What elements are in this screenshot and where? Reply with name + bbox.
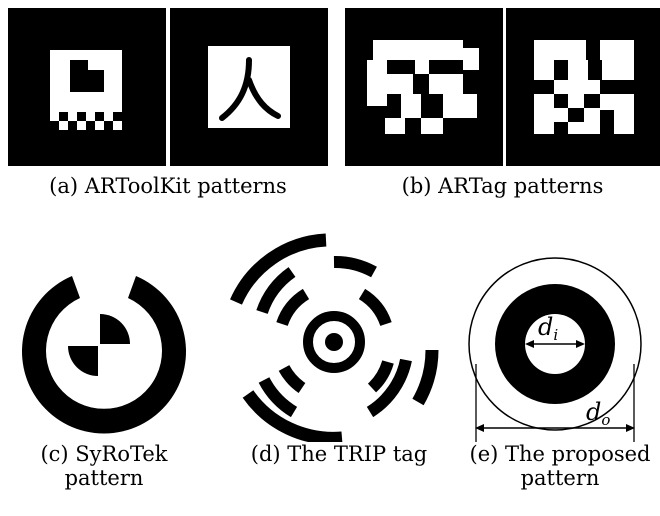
caption-e-line1: (e) The proposed [469,442,651,466]
caption-e-line2: pattern [520,466,600,490]
caption-c-line1: (c) SyRoTek [40,442,168,466]
caption-c: (c) SyRoTek pattern [4,442,204,490]
caption-b: (b) ARTag patterns [401,174,604,198]
outer-diameter-label: do [586,398,610,429]
caption-a: (a) ARToolKit patterns [49,174,287,198]
artoolkit-pattern-2 [170,8,328,166]
syrotek-pattern [21,276,186,434]
proposed-pattern: di do [468,257,642,442]
trip-tag [230,233,439,442]
caption-d: (d) The TRIP tag [250,442,428,466]
caption-c-line2: pattern [64,466,144,490]
artoolkit-pattern-1 [8,8,166,166]
artag-pattern-1 [345,8,503,166]
artag-pattern-2 [506,8,660,166]
inner-diameter-label: di [538,313,558,344]
caption-e: (e) The proposed pattern [460,442,660,490]
